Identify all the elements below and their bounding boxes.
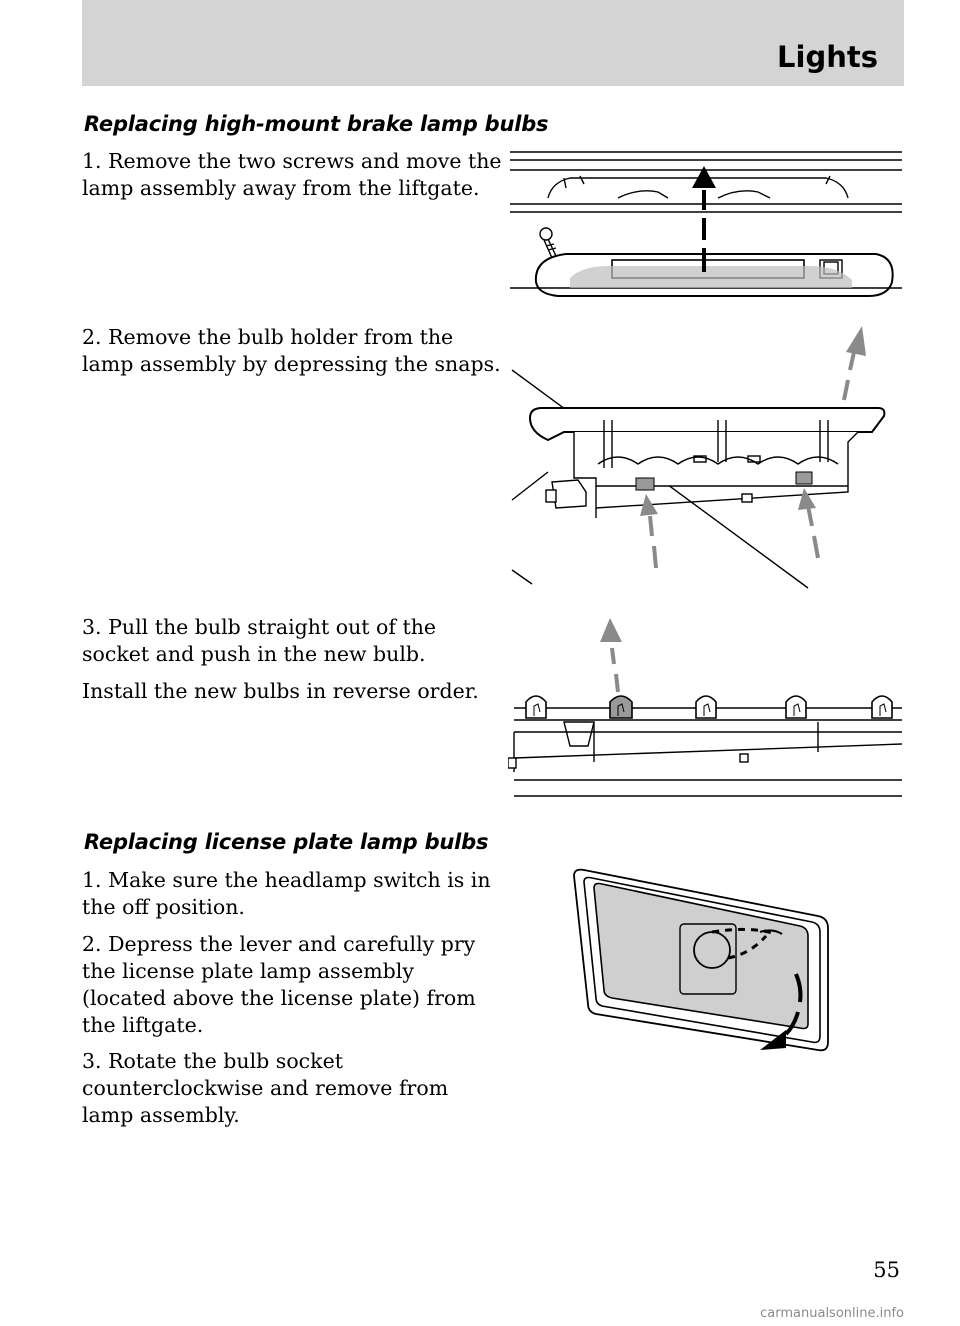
header-bar	[82, 0, 904, 86]
step-pull-bulb: 3. Pull the bulb straight out of the soc…	[82, 615, 437, 666]
step-remove-bulb-holder: 2. Remove the bulb holder from the lamp …	[82, 325, 501, 376]
heading-license-plate-lamp: Replacing license plate lamp bulbs	[84, 830, 489, 854]
high-mount-lamp-illustration	[510, 151, 902, 297]
step-install-reverse: Install the new bulbs in reverse order.	[82, 679, 479, 703]
page-number: 55	[873, 1258, 900, 1282]
watermark: carmanualsonline.info	[760, 1306, 904, 1321]
step-rotate-socket: 3. Rotate the bulb socket counterclockwi…	[82, 1049, 449, 1127]
bulb-holder-illustration	[511, 326, 886, 589]
step-headlamp-off: 1. Make sure the headlamp switch is in t…	[82, 868, 491, 919]
section-title: Lights	[777, 40, 878, 74]
step-remove-screws: 1. Remove the two screws and move the la…	[82, 149, 502, 200]
bulb-socket-strip-illustration	[508, 618, 903, 797]
step-pry-assembly: 2. Depress the lever and carefully pry t…	[82, 932, 476, 1037]
heading-high-mount-brake-lamp: Replacing high-mount brake lamp bulbs	[84, 112, 549, 136]
license-plate-lamp-illustration	[573, 868, 829, 1052]
